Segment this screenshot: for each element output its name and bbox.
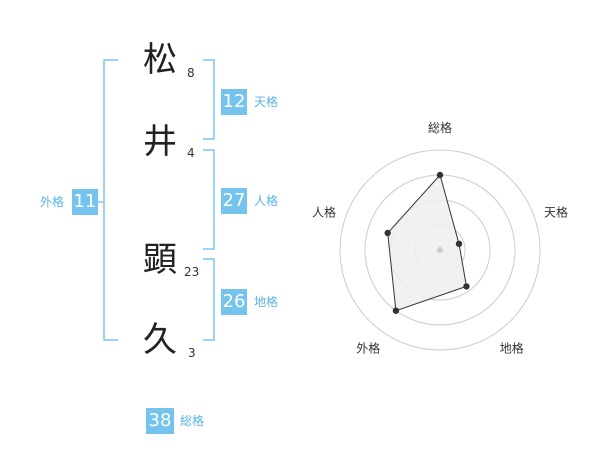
- soukaku-badge: 38: [146, 408, 174, 434]
- stroke-count-3: 23: [184, 265, 200, 279]
- radar-point-3: [463, 283, 470, 290]
- stroke-count-4: 3: [188, 346, 196, 360]
- gaikaku-badge: 11: [72, 189, 98, 215]
- radar-center: [437, 247, 443, 253]
- gaikaku-label: 外格: [40, 195, 65, 209]
- name-char-2: 井: [143, 122, 177, 162]
- tenkaku-label: 天格: [254, 95, 279, 109]
- radar-axis-label-3: 地格: [500, 341, 524, 356]
- jinkaku-label: 人格: [254, 194, 279, 208]
- radar-point-2: [455, 240, 463, 248]
- radar-axis-label-4: 外格: [356, 341, 380, 356]
- radar-point-4: [392, 307, 400, 314]
- radar-axis-label-5: 人格: [312, 204, 336, 219]
- stroke-count-1: 8: [187, 66, 195, 80]
- jinkaku-bracket: [203, 149, 215, 250]
- radar-data-area: [387, 173, 468, 312]
- name-char-3: 顕: [143, 240, 177, 280]
- soukaku-label: 総格: [180, 414, 205, 428]
- name-char-1: 松: [143, 40, 177, 80]
- gaikaku-bracket: [103, 59, 118, 341]
- radar-ring-4: [339, 149, 541, 351]
- jinkaku-badge: 27: [221, 188, 247, 214]
- tenkaku-bracket: [203, 59, 215, 140]
- chikaku-bracket: [203, 258, 215, 341]
- chikaku-badge: 26: [221, 289, 247, 315]
- name-char-4: 久: [143, 320, 177, 360]
- radar-axis-label-1: 総格: [428, 120, 452, 135]
- tenkaku-badge: 12: [221, 89, 247, 115]
- radar-axis-label-2: 天格: [544, 204, 568, 219]
- stroke-count-2: 4: [187, 146, 195, 160]
- radar-point-5: [384, 229, 391, 237]
- chikaku-label: 地格: [254, 295, 279, 309]
- radar-point-1: [436, 171, 444, 179]
